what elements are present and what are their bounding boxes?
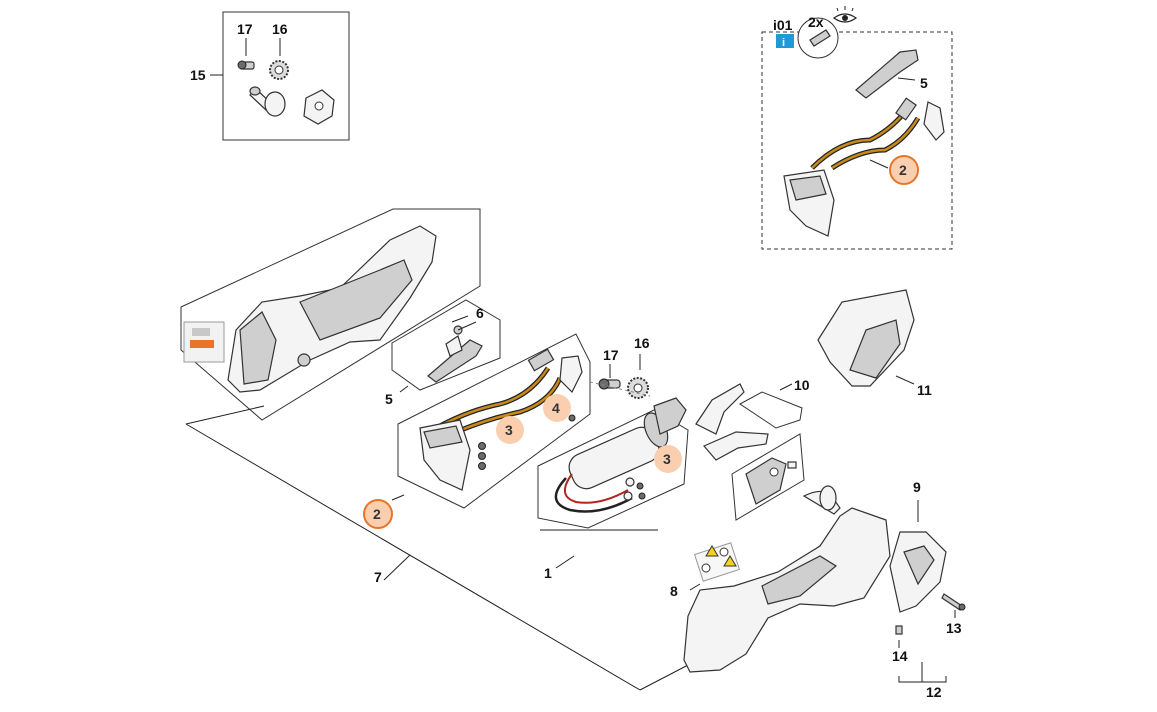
label-8: 8 [670,583,678,599]
blade-arm-5-detail [855,49,919,99]
label-12: 12 [926,684,942,700]
box-sensor-harness [391,333,591,509]
highlight-2-detail: 2 [889,155,919,185]
screw-17-top [237,38,255,70]
label-9: 9 [913,479,921,495]
label-17-mid: 17 [603,347,619,363]
handle-housing-assembly [180,208,481,421]
washer-16-top [269,38,289,80]
highlight-2-main-text: 2 [373,506,381,522]
info-code-label: i01 [773,17,793,33]
label-17-top: 17 [237,21,253,37]
label-11: 11 [917,382,932,398]
highlight-2-main: 2 [363,499,393,529]
highlight-3-motor: 3 [654,445,682,473]
box-5-6-lever [391,299,501,393]
cover-9 [889,500,947,613]
screw-13 [941,593,966,618]
label-16-mid: 16 [634,335,650,351]
label-7: 7 [374,569,382,585]
sensor-harness-detail [783,97,945,237]
label-1: 1 [544,565,552,581]
label-8-sticker [693,542,741,582]
pin-part [249,86,286,117]
plate-part [303,89,335,125]
blade-10-assembly [695,383,803,461]
count-label: 2x [808,14,824,30]
label-5-detail: 5 [920,75,928,91]
tool-icon [809,29,831,47]
warning-sticker [183,321,225,363]
info-glyph: i [782,37,785,49]
label-10: 10 [794,377,810,393]
box-cam [731,433,805,521]
washer-16-mid [627,354,649,399]
highlight-4: 4 [543,394,571,422]
highlight-2-detail-text: 2 [899,162,907,178]
part-number-labels: 15 17 16 5 6 5 17 16 10 11 9 1 7 8 13 14… [190,21,962,700]
label-16-top: 16 [272,21,288,37]
info-icon [776,34,794,48]
label-15: 15 [190,67,206,83]
highlight-4-text: 4 [552,400,560,416]
box-15-assembly [210,11,350,141]
cover-11 [817,289,915,387]
eye-icon [832,6,858,23]
dashed-frame [761,31,953,250]
main-housing [683,485,891,673]
label-6: 6 [476,305,484,321]
highlight-3-motor-text: 3 [663,451,671,467]
highlight-3-harness-text: 3 [505,422,513,438]
highlight-3-harness: 3 [496,416,524,444]
label-5: 5 [385,391,393,407]
label-13: 13 [946,620,962,636]
label-14: 14 [892,648,908,664]
screw-17-mid [598,364,621,390]
info-detail-box [761,6,953,250]
screw-14 [895,625,903,648]
box-1-motor [537,397,689,569]
